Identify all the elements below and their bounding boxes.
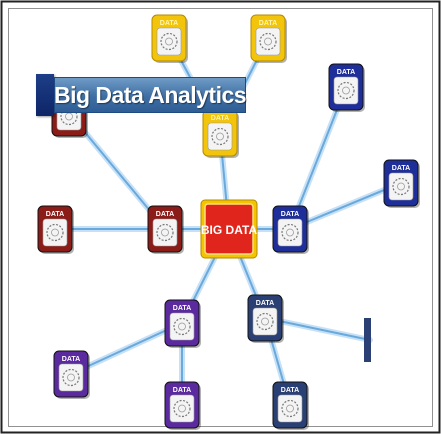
data-node-purple-3: DATA bbox=[164, 381, 201, 430]
hub-label: BIG DATA bbox=[201, 223, 258, 237]
node-label: DATA bbox=[281, 387, 299, 394]
data-node-blue-1: DATA bbox=[328, 63, 365, 112]
gear-icon bbox=[173, 399, 191, 418]
data-node-yellow-2: DATA bbox=[250, 14, 287, 63]
title-banner: Big Data Analytics bbox=[18, 37, 247, 116]
data-node-blue-3: DATA bbox=[272, 205, 309, 254]
data-node-blue-2: DATA bbox=[383, 159, 420, 208]
node-label: DATA bbox=[281, 211, 299, 218]
gear-icon bbox=[60, 107, 78, 126]
gear-icon bbox=[160, 32, 178, 51]
node-label: DATA bbox=[256, 300, 274, 307]
data-node-red-2: DATA bbox=[147, 205, 184, 254]
link-purple-1-purple-2 bbox=[68, 320, 185, 377]
node-label: DATA bbox=[211, 115, 229, 122]
data-node-navy-1: DATA bbox=[247, 294, 284, 343]
node-label: DATA bbox=[173, 387, 191, 394]
gear-icon bbox=[256, 312, 274, 331]
gear-icon bbox=[281, 223, 299, 242]
node-label: DATA bbox=[392, 165, 410, 172]
data-node-yellow-3: DATA bbox=[202, 109, 239, 158]
gear-icon bbox=[211, 127, 229, 146]
link-blue-3-blue-2 bbox=[287, 180, 404, 232]
gear-icon bbox=[259, 32, 277, 51]
gear-icon bbox=[337, 81, 355, 100]
gear-icon bbox=[46, 223, 64, 242]
gear-icon bbox=[62, 368, 80, 387]
node-label: DATA bbox=[156, 211, 174, 218]
node-label: DATA bbox=[62, 356, 80, 363]
gear-icon bbox=[156, 223, 174, 242]
data-node-navy-2: DATA bbox=[272, 381, 309, 430]
hub-node: BIG DATA bbox=[200, 199, 258, 259]
data-node-yellow-1: DATA bbox=[151, 14, 188, 63]
data-node-purple-1: DATA bbox=[164, 299, 201, 348]
link-blue-3-blue-1 bbox=[287, 84, 349, 232]
edge-node-partial bbox=[364, 318, 371, 362]
data-node-red-3: DATA bbox=[37, 205, 74, 254]
data-node-purple-2: DATA bbox=[53, 350, 90, 399]
node-label: DATA bbox=[173, 305, 191, 312]
node-label: DATA bbox=[160, 20, 178, 27]
title-bar: Big Data Analytics bbox=[53, 77, 247, 113]
node-label: DATA bbox=[337, 69, 355, 76]
node-label: DATA bbox=[46, 211, 64, 218]
gear-icon bbox=[392, 177, 410, 196]
page-title: Big Data Analytics bbox=[53, 81, 247, 108]
title-tab bbox=[36, 74, 54, 116]
node-label: DATA bbox=[259, 20, 277, 27]
gear-icon bbox=[173, 317, 191, 336]
gear-icon bbox=[281, 399, 299, 418]
